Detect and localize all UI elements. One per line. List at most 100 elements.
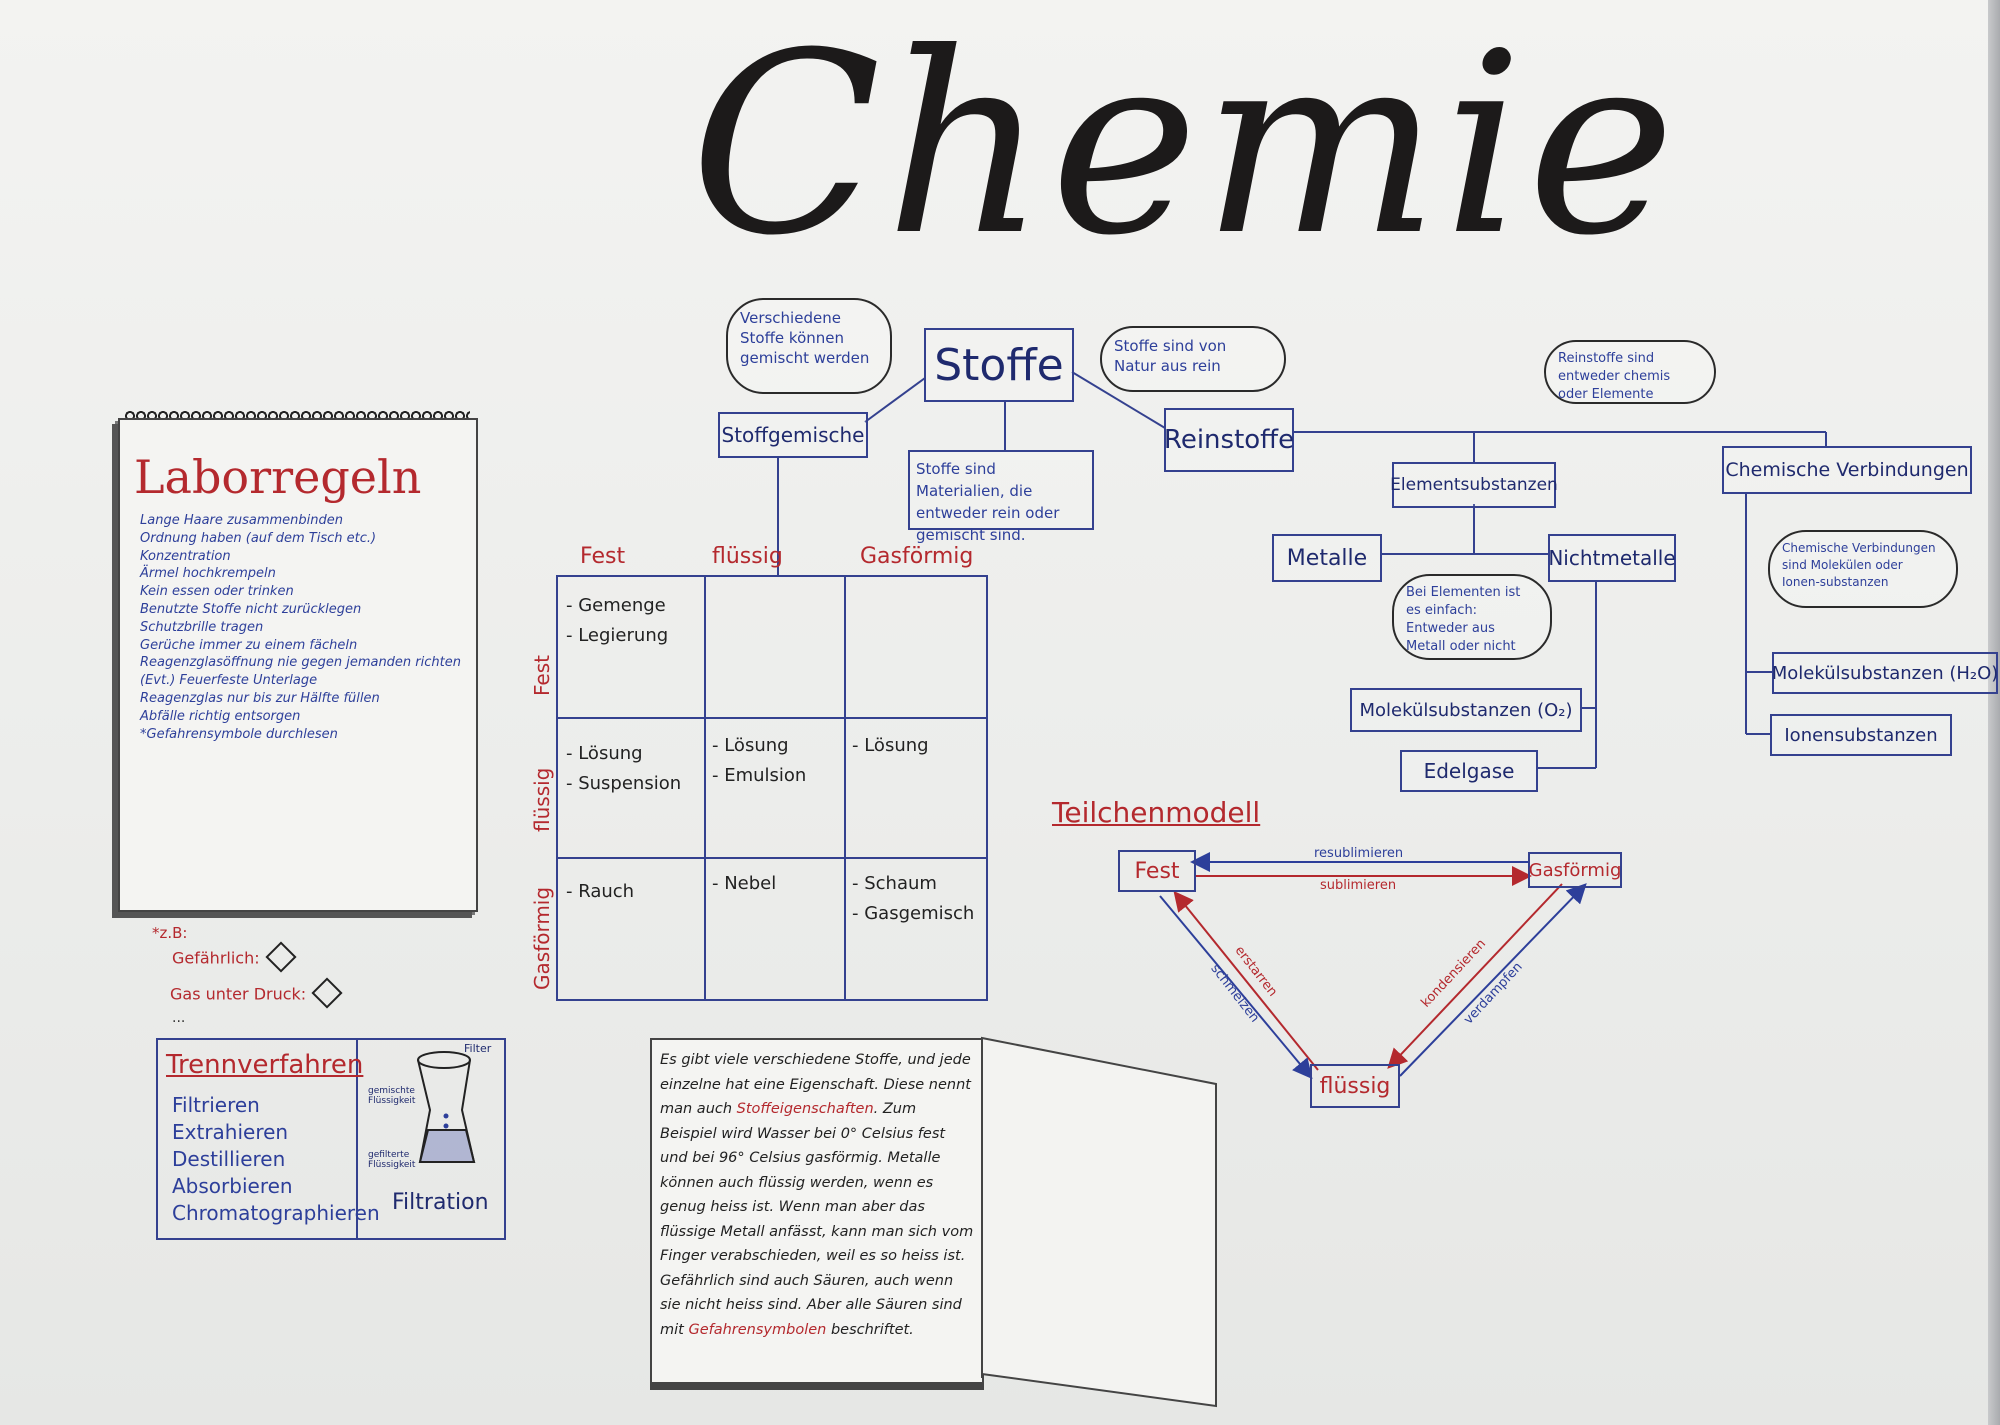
example-gas: Gas unter Druck: [170, 977, 343, 1009]
bubble-verbindungen-text: Chemische Verbindungen sind Molekülen od… [1782, 541, 1936, 589]
rule-item: Benutzte Stoffe nicht zurücklegen [140, 601, 362, 617]
page-title: Chemie [690, 0, 1680, 290]
nichtmetalle-label: Nichtmetalle [1548, 546, 1676, 570]
trennverfahren-list: Filtrieren Extrahieren Destillieren Abso… [172, 1092, 380, 1227]
cell-line: - Lösung [852, 735, 929, 756]
stoffe-definition-box: Stoffe sind Materialien, die entweder re… [908, 450, 1094, 544]
cell-line: - Nebel [712, 873, 777, 894]
arrow-schmelzen [1159, 895, 1313, 1080]
book-highlight-1: Stoffeigenschaften [736, 1101, 874, 1117]
bubble-reinstoffe-text: Reinstoffe sind entweder chemis oder Ele… [1558, 351, 1671, 402]
label-sublimieren: sublimieren [1320, 878, 1397, 893]
book-text-1: Es gibt viele verschiedene Stoffe, und j… [660, 1052, 971, 1117]
liquid-mixed-label: gemischte Flüssigkeit [368, 1086, 416, 1106]
cell-line: - Lösung [566, 743, 643, 764]
chemische-verbindungen-label: Chemische Verbindungen [1725, 459, 1969, 481]
elementsubstanzen-box: Elementsubstanzen [1390, 462, 1558, 508]
stoffgemische-box: Stoffgemische [718, 412, 868, 458]
edelgase-label: Edelgase [1423, 759, 1515, 783]
text-book: Es gibt viele verschiedene Stoffe, und j… [650, 1038, 984, 1390]
laborregeln-title: Laborregeln [134, 450, 422, 504]
laborregeln-list: Lange Haare zusammenbinden Ordnung haben… [140, 512, 461, 743]
grid-divider [844, 577, 846, 999]
method-item: Destillieren [172, 1147, 286, 1171]
trennverfahren-box: Trennverfahren Filtrieren Extrahieren De… [156, 1038, 506, 1240]
method-item: Extrahieren [172, 1120, 289, 1144]
grid-cell: - Lösung [852, 731, 929, 761]
book-paragraph: Es gibt viele verschiedene Stoffe, und j… [660, 1048, 976, 1342]
grid-divider [558, 717, 986, 719]
line-stoffe-rein [1071, 371, 1166, 429]
grid-col-head: Gasförmig [860, 544, 974, 569]
method-item: Absorbieren [172, 1174, 293, 1198]
book-open-page [981, 1036, 1217, 1408]
grid-row-head: Gasförmig [530, 886, 554, 990]
rule-item: Abfälle richtig entsorgen [140, 708, 301, 724]
rule-item: (Evt.) Feuerfeste Unterlage [140, 673, 318, 689]
arrow-verdampfen [1399, 883, 1587, 1077]
edelgase-box: Edelgase [1400, 750, 1538, 792]
book-text-3: Gefährlich sind auch Säuren, auch wenn s… [660, 1272, 962, 1338]
rule-item: Gerüche immer zu einem fächeln [140, 637, 358, 653]
cell-line: - Lösung [712, 735, 789, 756]
grid-cell: - Rauch [566, 877, 634, 907]
grid-cell: - Schaum - Gasgemisch [852, 869, 974, 929]
grid-divider [558, 857, 986, 859]
laborregeln-notebook: Laborregeln Lange Haare zusammenbinden O… [118, 418, 478, 912]
molekuel-o2-label: Molekülsubstanzen (O₂) [1359, 699, 1573, 721]
state-fluessig: flüssig [1310, 1064, 1400, 1108]
rule-item: Reagenzglasöffnung nie gegen jemanden ri… [140, 655, 461, 671]
filter-funnel-icon [417, 1051, 476, 1163]
bubble-gemische-text: Verschiedene Stoffe können gemischt werd… [740, 309, 870, 367]
poster-edge [1988, 0, 2000, 1425]
label-resublimieren: resublimieren [1314, 846, 1404, 861]
example-gas-text: Gas unter Druck: [170, 984, 307, 1004]
grid-col-head: flüssig [712, 544, 783, 569]
nichtmetalle-box: Nichtmetalle [1548, 534, 1676, 582]
bubble-elemente: Bei Elementen ist es einfach: Entweder a… [1392, 574, 1552, 660]
state-gas: Gasförmig [1528, 852, 1622, 888]
book-text-2: . Zum Beispiel wird Wasser bei 0° Celsiu… [660, 1101, 974, 1264]
stoffe-box: Stoffe [924, 328, 1074, 402]
molekuel-o2-box: Molekülsubstanzen (O₂) [1350, 688, 1582, 732]
trennverfahren-divider [356, 1040, 358, 1238]
cell-line: - Gasgemisch [852, 903, 975, 924]
molekuel-h2o-box: Molekülsubstanzen (H₂O) [1772, 652, 1998, 694]
line-stoffe-gemische [864, 377, 926, 423]
ionensubstanzen-label: Ionensubstanzen [1784, 724, 1938, 746]
bubble-verbindungen: Chemische Verbindungen sind Molekülen od… [1768, 530, 1958, 608]
metalle-label: Metalle [1286, 545, 1368, 571]
stoffgemische-label: Stoffgemische [721, 423, 865, 447]
state-gas-label: Gasförmig [1528, 859, 1622, 881]
grid-col-head: Fest [580, 544, 626, 569]
grid-divider [704, 577, 706, 999]
grid-cell: - Lösung - Suspension [566, 739, 681, 799]
arrow-erstarren [1173, 890, 1319, 1071]
book-text-4: beschriftet. [826, 1321, 914, 1338]
metalle-box: Metalle [1272, 534, 1382, 582]
cell-line: - Schaum [852, 873, 937, 894]
liquid-filtered-label: gefilterte Flüssigkeit [368, 1150, 416, 1170]
bubble-gemische: Verschiedene Stoffe können gemischt werd… [726, 298, 892, 394]
example-more: ... [172, 1010, 186, 1026]
bubble-rein: Stoffe sind von Natur aus rein [1100, 326, 1286, 392]
bubble-elemente-text: Bei Elementen ist es einfach: Entweder a… [1406, 585, 1521, 654]
reinstoffe-label: Reinstoffe [1163, 425, 1295, 455]
state-fest: Fest [1118, 850, 1196, 892]
filtration-label: Filtration [392, 1190, 489, 1215]
cell-line: - Legierung [566, 625, 669, 646]
cell-line: - Rauch [566, 881, 635, 902]
method-item: Filtrieren [172, 1093, 260, 1117]
method-item: Chromatographieren [172, 1201, 380, 1225]
grid-cell: - Gemenge - Legierung [566, 591, 668, 651]
rule-item: *Gefahrensymbole durchlesen [140, 726, 338, 742]
rule-item: Schutzbrille tragen [140, 619, 264, 635]
state-fest-label: Fest [1134, 858, 1180, 884]
state-fluessig-label: flüssig [1319, 1073, 1391, 1099]
rule-item: Kein essen oder trinken [140, 584, 294, 600]
stoffe-label: Stoffe [934, 339, 1064, 391]
grid-cell: - Lösung - Emulsion [712, 731, 806, 791]
reinstoffe-box: Reinstoffe [1164, 408, 1294, 472]
grid-cell: - Nebel [712, 869, 776, 899]
